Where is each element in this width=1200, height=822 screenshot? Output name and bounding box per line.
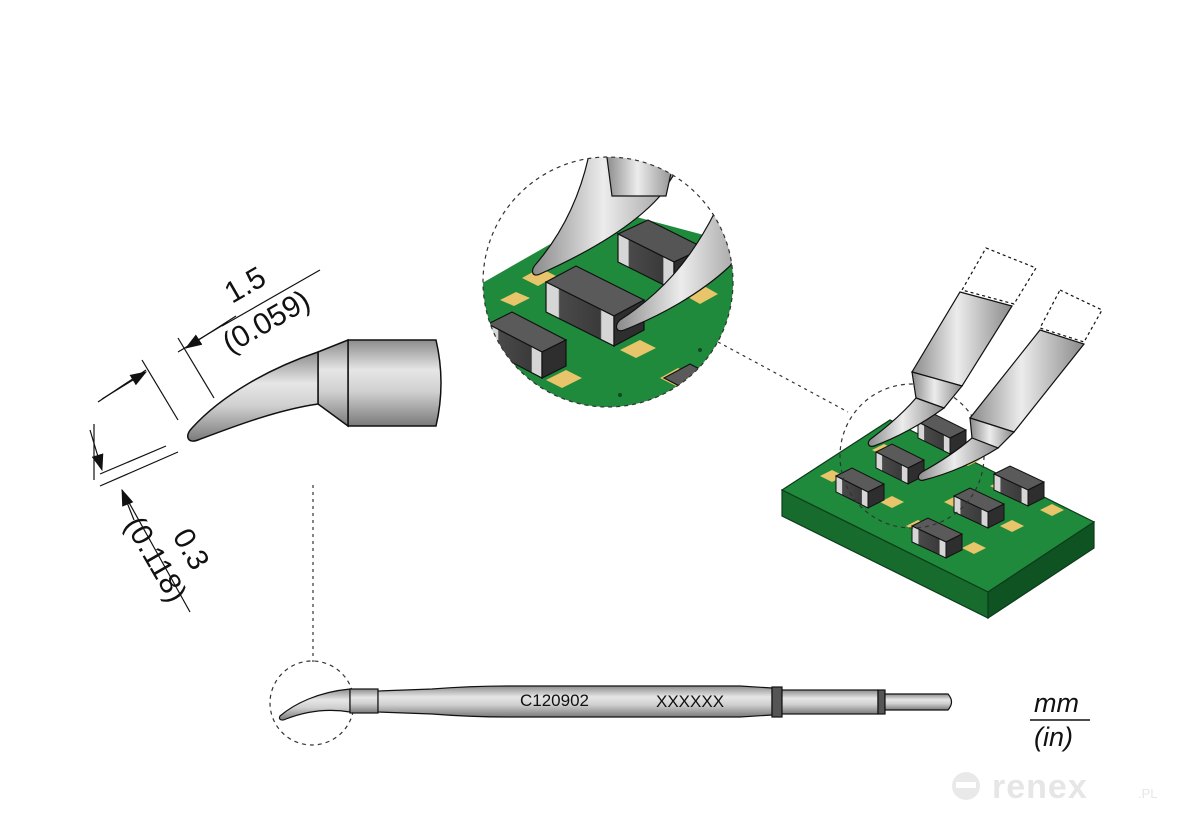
unit-secondary: (in)	[1034, 722, 1073, 752]
watermark-brand: renex	[992, 768, 1088, 806]
tip-bent-point	[187, 350, 319, 442]
zoom-view	[482, 156, 734, 408]
unit-primary: mm	[1034, 688, 1079, 718]
tweezer-arms	[867, 247, 1103, 481]
zoom-connector	[717, 341, 849, 413]
units-legend: mm (in)	[1030, 688, 1090, 752]
zoom-circle-outline	[482, 156, 734, 408]
tip-sleeve	[347, 339, 442, 427]
tip-neck	[317, 338, 349, 428]
batch-code: XXXXXX	[656, 692, 724, 711]
dimension-tip: 0.3 (0.118)	[89, 424, 215, 613]
part-code: C120902	[520, 691, 589, 710]
watermark-suffix: .PL	[1138, 786, 1158, 801]
watermark-logo: renex .PL	[952, 768, 1158, 806]
cartridge: C120902 XXXXXX	[269, 660, 953, 746]
pcb-board	[780, 383, 1096, 620]
tip-profile	[187, 338, 442, 442]
